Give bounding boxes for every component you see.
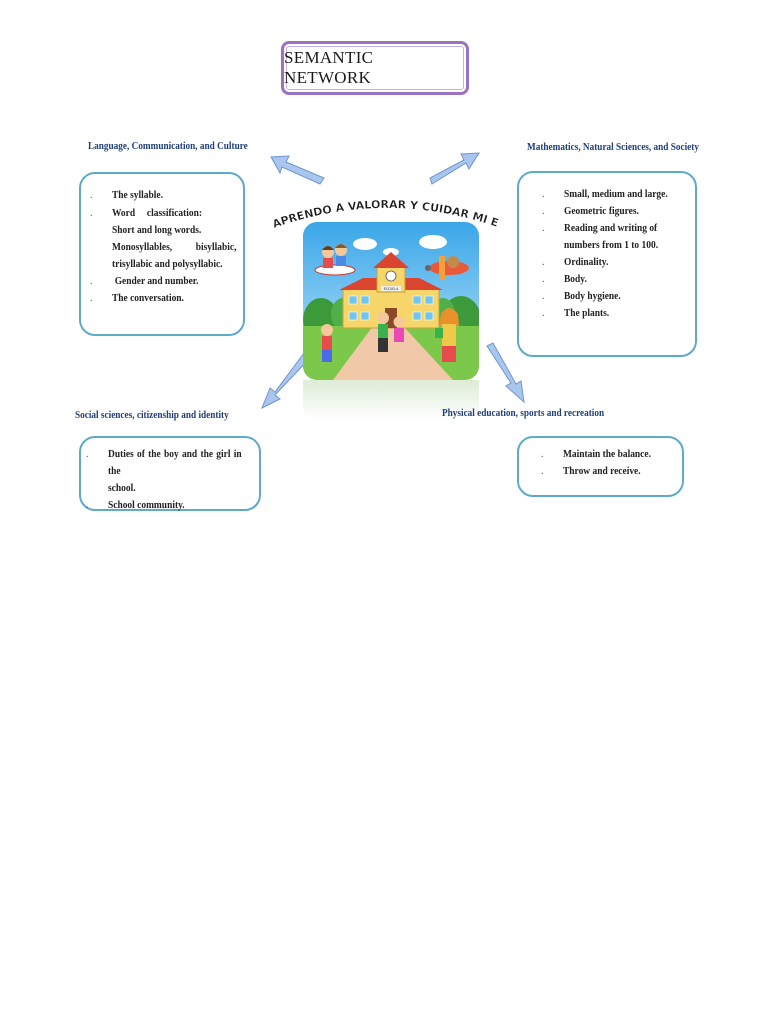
list-item: .The conversation.	[90, 293, 184, 304]
list-subitem: numbers from 1 to 100.	[564, 240, 659, 251]
list-item: .Word classification:	[90, 208, 203, 219]
list-subitem: Short and long words.	[112, 225, 202, 236]
title-box: SEMANTIC NETWORK	[281, 41, 469, 95]
box-social: .Duties of the boy and the girl in the s…	[79, 436, 261, 511]
list-item: .Geometric figures.	[542, 206, 639, 217]
list-subitem: trisyllabic and polysyllabic.	[112, 259, 223, 270]
heading-physical: Physical education, sports and recreatio…	[442, 408, 605, 419]
list-item: .Maintain the balance.	[541, 449, 651, 460]
list-item: .The syllable.	[90, 190, 163, 201]
school-sign: ESCUELA	[384, 287, 399, 291]
heading-social: Social sciences, citizenship and identit…	[75, 410, 229, 421]
heading-language: Language, Communication, and Culture	[88, 141, 248, 152]
list-subitem: Monosyllables, bisyllabic,	[112, 242, 237, 253]
list-item: .Body.	[542, 274, 587, 285]
list-subitem: school.	[108, 483, 136, 494]
list-item: .Body hygiene.	[542, 291, 621, 302]
box-math: .Small, medium and large. .Geometric fig…	[517, 171, 697, 357]
school-illustration: ESCUELA	[303, 222, 479, 380]
arrow-to-math	[429, 152, 480, 185]
arrow-to-physical	[486, 342, 525, 404]
list-item: .Ordinality.	[542, 257, 609, 268]
page-title: SEMANTIC NETWORK	[284, 48, 374, 87]
list-item: .Small, medium and large.	[542, 189, 668, 200]
list-item: .Reading and writing of	[542, 223, 658, 234]
list-item: .The plants.	[542, 308, 610, 319]
box-language: .The syllable. .Word classification: Sho…	[79, 172, 245, 336]
box-physical: .Maintain the balance. .Throw and receiv…	[517, 436, 684, 497]
list-item: .Duties of the boy and the girl in the	[86, 449, 242, 477]
list-item: .Gender and number.	[90, 276, 199, 287]
arrow-to-language	[270, 155, 325, 185]
list-item: .Throw and receive.	[541, 466, 641, 477]
illustration-reflection	[303, 380, 479, 420]
list-item: .School community.	[86, 500, 185, 511]
heading-math: Mathematics, Natural Sciences, and Socie…	[527, 142, 699, 153]
